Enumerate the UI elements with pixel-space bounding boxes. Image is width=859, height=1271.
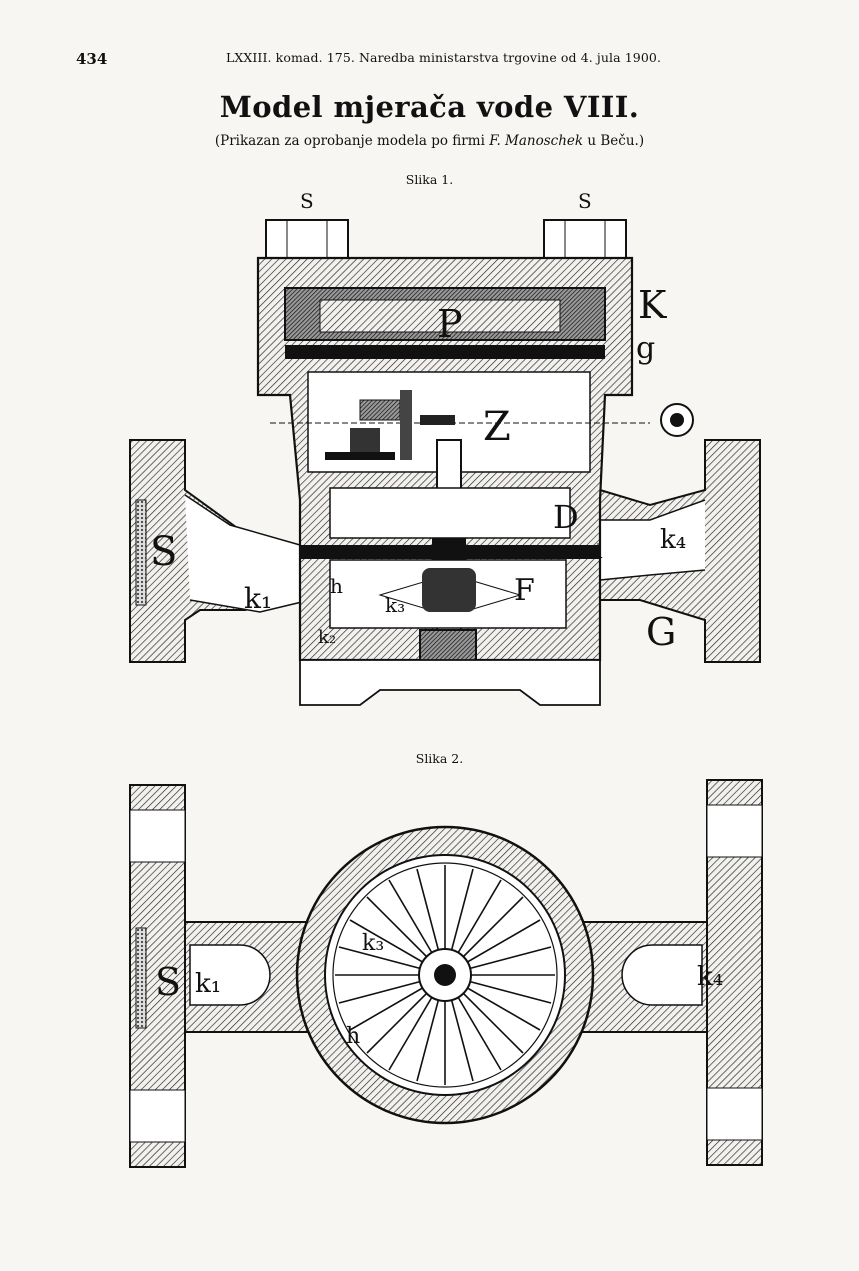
label-bolt-left: S xyxy=(300,189,314,213)
firm-name: F. Manoschek xyxy=(489,133,584,149)
label-D: D xyxy=(553,498,579,536)
subtitle-prefix: (Prikazan za oprobanje modela po firmi xyxy=(214,133,490,149)
page-title: Model mjerača vode VIII. xyxy=(219,90,640,124)
fig2-label-k4: k₄ xyxy=(697,962,723,992)
bolt-right xyxy=(543,219,627,259)
label-k3: k₃ xyxy=(385,593,405,617)
fig2-label-S: S xyxy=(155,960,181,1004)
fig2-label-k1: k₁ xyxy=(195,969,221,999)
figure-2-caption: Slika 2. xyxy=(415,751,464,766)
label-k2: k₂ xyxy=(318,627,336,648)
label-K: K xyxy=(638,283,667,327)
figure-1-caption: Slika 1. xyxy=(405,172,454,187)
label-P: P xyxy=(437,302,463,346)
label-Z: Z xyxy=(483,404,511,450)
gear-train xyxy=(325,390,455,460)
page-number: 434 xyxy=(76,50,108,68)
label-F: F xyxy=(514,573,535,608)
bolt-left xyxy=(265,219,349,259)
subtitle-suffix: u Beču.) xyxy=(583,133,645,149)
label-h: h xyxy=(330,574,343,598)
running-head: LXXIII. komad. 175. Naredba ministarstva… xyxy=(226,50,662,65)
subtitle: (Prikazan za oprobanje modela po firmi F… xyxy=(0,133,859,149)
figure-1-cross-section xyxy=(129,219,761,706)
fig2-label-h: h xyxy=(346,1024,360,1049)
label-bolt-right: S xyxy=(578,189,592,213)
fig2-label-k3: k₃ xyxy=(362,931,384,956)
label-S: S xyxy=(150,529,177,575)
label-d: d xyxy=(590,539,603,563)
figure-2-plan-view xyxy=(129,779,763,1168)
label-g: g xyxy=(636,331,655,366)
label-G: G xyxy=(646,610,676,654)
label-k4: k₄ xyxy=(660,525,686,555)
label-k1: k₁ xyxy=(244,582,272,615)
